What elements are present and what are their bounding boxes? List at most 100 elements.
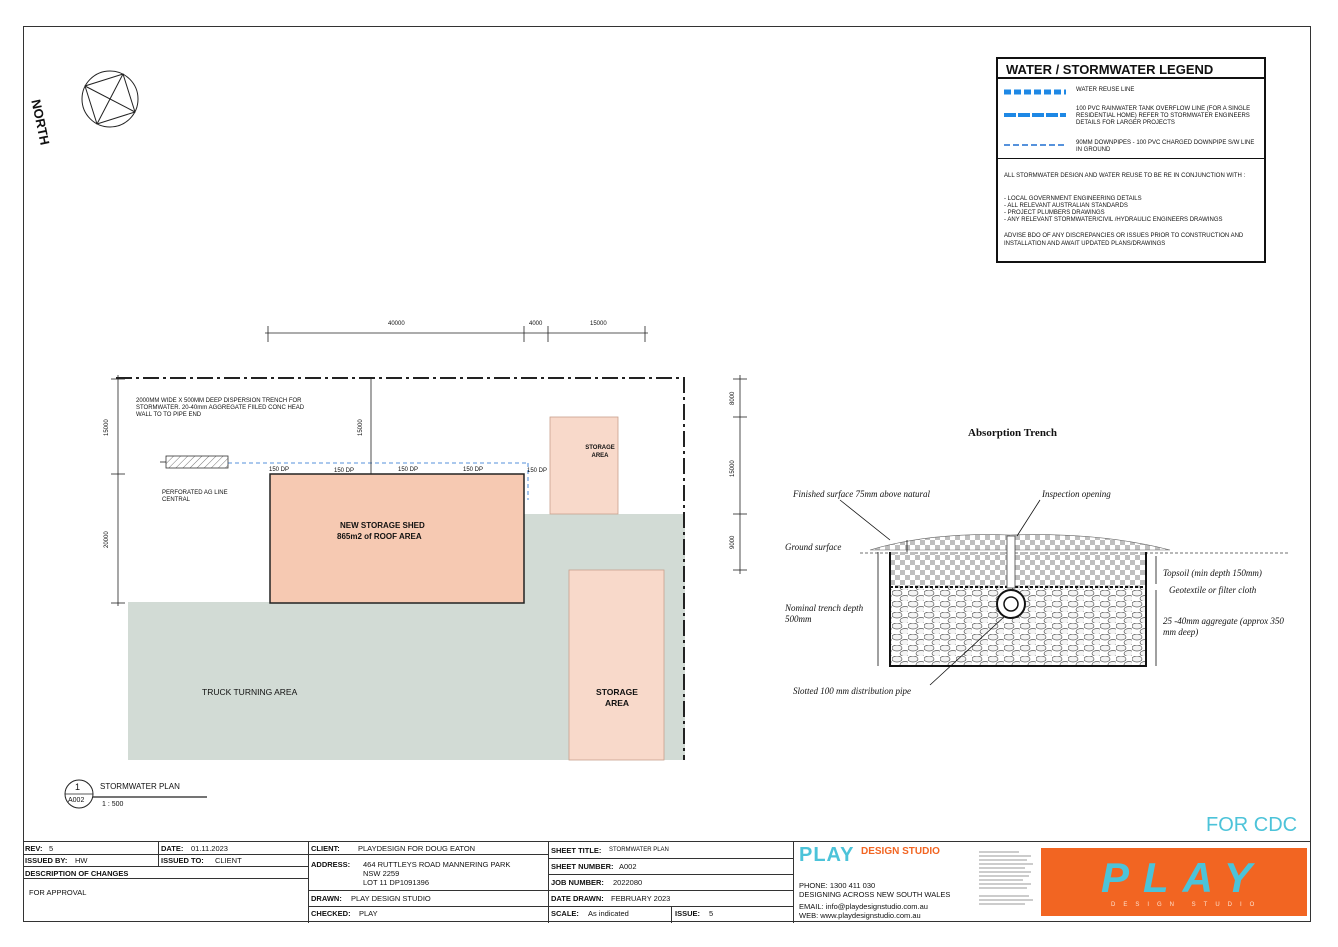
downpipe-label: 150 DP [527,468,548,474]
logo-subtext: DESIGN STUDIO [1111,902,1263,908]
copyright-fine-print [979,850,1037,910]
downpipe-label: 150 DP [463,467,484,473]
sheet-title-label: SHEET TITLE: [551,846,602,855]
view-number: 1 [75,782,81,792]
sheet-border [23,26,1311,922]
date-label: DATE: [161,844,184,853]
issue-label: ISSUE: [675,909,701,918]
issued-to-label: ISSUED TO: [161,856,204,865]
downpipe-label: 150 DP [398,467,419,473]
dim-top-3: 15000 [590,321,607,327]
checked-label: CHECKED: [311,909,351,918]
studio-design-text: DESIGN STUDIO [861,846,940,857]
downpipe-label: 150 DP [269,467,290,473]
studio-phone: PHONE: 1300 411 030 [799,881,876,890]
trench-label-pipe: Slotted 100 mm distribution pipe [793,686,911,696]
dim-right-1: 8000 [730,391,736,405]
dispersion-trench [165,455,229,469]
issued-by-value: HW [75,856,88,865]
job-number-value: 2022080 [613,878,643,887]
trench-label-nominal: Nominal trench depth 500mm [785,603,864,624]
rev-value: 5 [49,844,54,853]
drawn-label: DRAWN: [311,894,342,903]
storage-area-small [549,416,619,515]
description-value: FOR APPROVAL [29,888,87,897]
dim-right-3: 9000 [730,535,736,549]
ag-line-note: PERFORATED AG LINE CENTRAL [162,490,228,503]
dim-right-2: 15000 [730,460,736,477]
for-cdc-stamp: FOR CDC [1206,814,1298,836]
legend-item-overflow: 100 PVC RAINWATER TANK OVERFLOW LINE (FO… [1076,106,1251,126]
address-line-1: 464 RUTTLEYS ROAD MANNERING PARK [363,860,511,869]
drawn-value: PLAY DESIGN STUDIO [351,894,431,903]
legend-title: WATER / STORMWATER LEGEND [1006,62,1214,77]
address-line-3: LOT 11 DP1091396 [363,878,430,887]
issue-value: 5 [709,909,714,918]
storage-area-large [568,569,665,761]
play-logo: PLAY DESIGN STUDIO [1041,848,1307,916]
client-value: PLAYDESIGN FOR DOUG EATON [358,844,476,853]
sheet-number-label: SHEET NUMBER: [551,862,614,871]
job-number-label: JOB NUMBER: [551,878,604,887]
address-line-2: NSW 2259 [363,869,400,878]
date-drawn-value: FEBRUARY 2023 [611,894,671,903]
downpipe-label: 150 DP [334,468,355,474]
title-block: REV: 5 DATE: 01.11.2023 ISSUED BY: HW IS… [23,841,1311,923]
storage-large-label: STORAGE AREA [596,687,638,708]
legend-note: - LOCAL GOVERNMENT ENGINEERING DETAILS [1004,196,1142,202]
site-boundary [116,377,685,760]
site-plan-drawing [64,326,747,809]
trench-label-finished: Finished surface 75mm above natural [793,489,930,499]
client-label: CLIENT: [311,844,340,853]
trench-label-inspection: Inspection opening [1042,489,1111,499]
legend-line-icons [1004,89,1066,146]
north-compass-icon [81,70,139,128]
stormwater-legend: WATER / STORMWATER LEGEND WATER REUSE LI… [996,57,1266,263]
truck-turning-paving [128,602,450,760]
shed-area-label: 865m2 of ROOF AREA [337,532,422,541]
sheet-number-value: A002 [619,862,637,871]
studio-web: WEB: www.playdesignstudio.com.au [799,911,921,920]
dimension-lines [111,326,747,606]
storage-small-label: STORAGE AREA [585,445,615,459]
dim-top-1: 40000 [388,321,405,327]
legend-note: ADVISE BDO OF ANY DISCREPANCIES OR ISSUE… [1004,233,1244,247]
scale-value: As indicated [588,909,629,918]
sheet-title-value: STORMWATER PLAN [609,847,669,853]
trench-label-ground: Ground surface [785,542,842,552]
trench-label-geotextile: Geotextile or filter cloth [1169,585,1257,595]
rev-label: REV: [25,844,43,853]
issued-to-value: CLIENT [215,856,242,865]
view-sheet: A002 [68,797,85,804]
studio-tagline: DESIGNING ACROSS NEW SOUTH WALES [799,890,951,899]
dim-mid: 15000 [358,419,364,436]
trench-title: Absorption Trench [968,427,1057,439]
legend-note: - ALL RELEVANT AUSTRALIAN STANDARDS [1004,203,1128,209]
legend-note: - PROJECT PLUMBERS DRAWINGS [1004,210,1105,216]
legend-note: ALL STORMWATER DESIGN AND WATER REUSE TO… [1004,173,1246,179]
description-label: DESCRIPTION OF CHANGES [25,869,129,878]
legend-item-downpipes: 90MM DOWNPIPES - 100 PVC CHARGED DOWNPIP… [1076,140,1255,153]
date-value: 01.11.2023 [191,844,228,853]
trench-note: 2000MM WIDE X 500MM DEEP DISPERSION TREN… [136,398,305,418]
logo-text: PLAY [1101,854,1266,901]
issued-by-label: ISSUED BY: [25,856,68,865]
scale-label: SCALE: [551,909,579,918]
legend-note: - ANY RELEVANT STORMWATER/CIVIL /HYDRAUL… [1004,217,1223,223]
view-title: STORMWATER PLAN [100,782,180,791]
studio-email: EMAIL: info@playdesignstudio.com.au [799,902,928,911]
date-drawn-label: DATE DRAWN: [551,894,604,903]
studio-play-text: PLAY [799,844,855,866]
new-storage-shed [269,473,525,604]
address-label: ADDRESS: [311,860,351,869]
checked-value: PLAY [359,909,378,918]
north-arrow: NORTH [28,66,145,146]
trench-label-topsoil: Topsoil (min depth 150mm) [1163,568,1262,578]
view-scale: 1 : 500 [102,801,124,808]
shed-label: NEW STORAGE SHED [340,521,425,530]
dim-left-upper: 15000 [104,419,110,436]
dim-top-2: 4000 [529,321,543,327]
legend-item-water-reuse: WATER REUSE LINE [1076,87,1135,93]
absorption-trench-detail [839,499,1288,686]
dim-left-lower: 20000 [104,531,110,548]
